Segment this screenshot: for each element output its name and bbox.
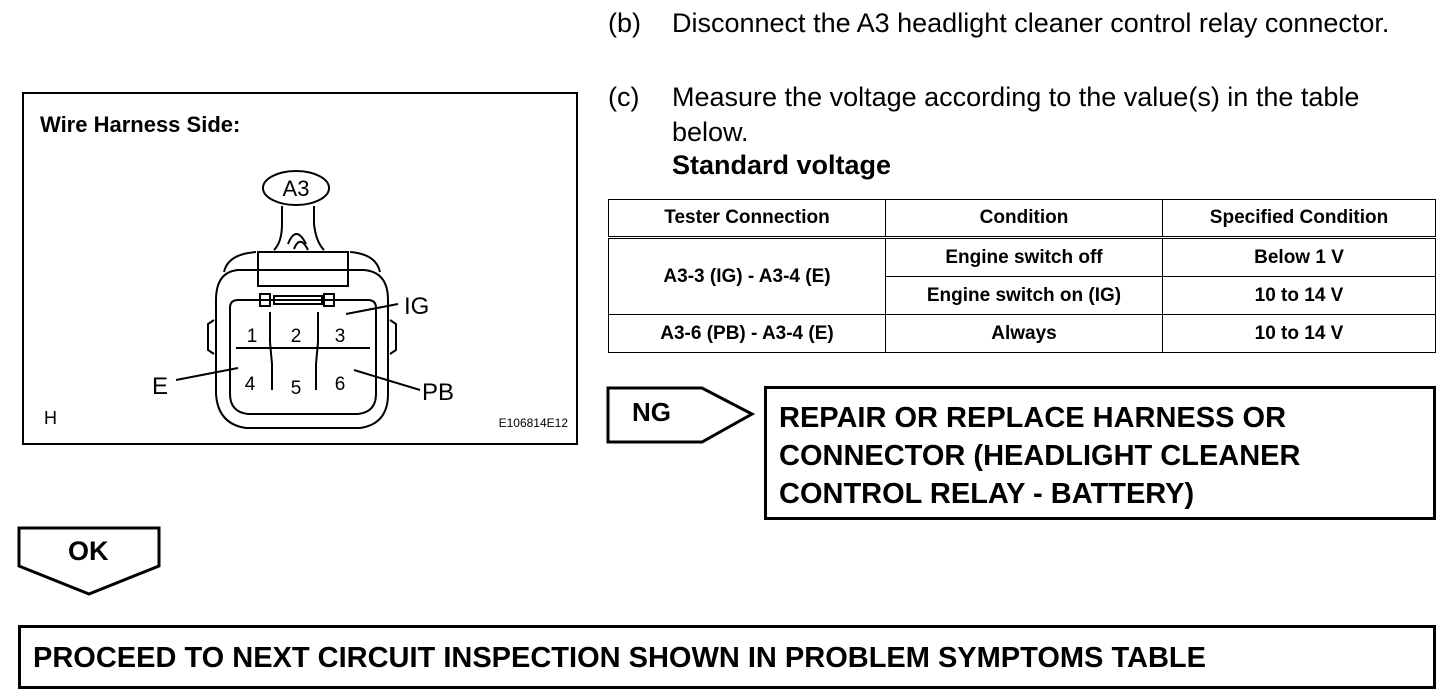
pin-5: 5 bbox=[291, 378, 302, 399]
connector-housing bbox=[207, 251, 397, 429]
step-b: (b) Disconnect the A3 headlight cleaner … bbox=[608, 6, 1389, 41]
cell-connection: A3-3 (IG) - A3-4 (E) bbox=[608, 237, 886, 315]
step-c-mark: (c) bbox=[608, 82, 640, 112]
cell-connection: A3-6 (PB) - A3-4 (E) bbox=[608, 314, 886, 353]
connector-diagram: A3 1 2 3 4 5 bbox=[152, 170, 454, 429]
cell-condition: Engine switch off bbox=[885, 237, 1163, 277]
pin-1: 1 bbox=[247, 326, 258, 347]
table-row: Engine switch on (IG) 10 to 14 V bbox=[609, 276, 1436, 315]
callout-pb: PB bbox=[422, 379, 454, 406]
cell-condition: Engine switch on (IG) bbox=[885, 276, 1163, 315]
pin-6: 6 bbox=[335, 374, 346, 395]
wire-harness-figure: Wire Harness Side: A3 bbox=[22, 92, 578, 445]
ok-arrow-shape bbox=[17, 526, 161, 596]
ng-arrow-shape bbox=[606, 386, 756, 444]
standard-voltage-heading: Standard voltage bbox=[672, 150, 892, 180]
ng-result-text: REPAIR OR REPLACE HARNESS OR CONNECTOR (… bbox=[779, 402, 1301, 510]
pin-numbers: 1 2 3 4 5 6 bbox=[245, 326, 346, 399]
callout-e: E bbox=[152, 373, 168, 400]
wire-bundle bbox=[273, 206, 325, 251]
cell-spec: Below 1 V bbox=[1162, 237, 1436, 277]
header-tester-connection: Tester Connection bbox=[608, 199, 886, 239]
table-row: A3-6 (PB) - A3-4 (E) Always 10 to 14 V bbox=[608, 314, 1436, 353]
cell-condition: Always bbox=[885, 314, 1163, 353]
pin-4: 4 bbox=[245, 374, 256, 395]
table-row: A3-3 (IG) - A3-4 (E) Engine switch off B… bbox=[608, 237, 1436, 315]
cell-spec: 10 to 14 V bbox=[1162, 314, 1436, 353]
connector-label-oval bbox=[262, 170, 330, 206]
step-c: (c) Measure the voltage according to the… bbox=[608, 80, 1359, 147]
step-b-mark: (b) bbox=[608, 8, 641, 38]
pin-2: 2 bbox=[291, 326, 302, 347]
figure-corner-letter: H bbox=[44, 408, 57, 428]
standard-voltage-table: Tester Connection Condition Specified Co… bbox=[608, 199, 1436, 353]
ng-label: NG bbox=[632, 397, 671, 427]
callout-ig: IG bbox=[404, 293, 429, 320]
connector-label: A3 bbox=[283, 176, 310, 201]
step-c-text: Measure the voltage according to the val… bbox=[672, 82, 1360, 147]
header-specified-condition: Specified Condition bbox=[1162, 199, 1436, 239]
pin-3: 3 bbox=[335, 326, 346, 347]
figure-title: Wire Harness Side: bbox=[40, 112, 241, 137]
cell-spec: 10 to 14 V bbox=[1162, 276, 1436, 315]
header-condition: Condition bbox=[885, 199, 1163, 239]
proceed-box: PROCEED TO NEXT CIRCUIT INSPECTION SHOWN… bbox=[18, 625, 1436, 689]
callout-leaders bbox=[175, 303, 421, 391]
figure-image-code: E106814E12 bbox=[498, 416, 568, 430]
step-b-text: Disconnect the A3 headlight cleaner cont… bbox=[672, 8, 1390, 38]
ng-result-box: REPAIR OR REPLACE HARNESS OR CONNECTOR (… bbox=[764, 386, 1436, 520]
proceed-text: PROCEED TO NEXT CIRCUIT INSPECTION SHOWN… bbox=[33, 642, 1206, 674]
ok-label: OK bbox=[68, 536, 109, 566]
table-header-row: Tester Connection Condition Specified Co… bbox=[608, 199, 1436, 239]
